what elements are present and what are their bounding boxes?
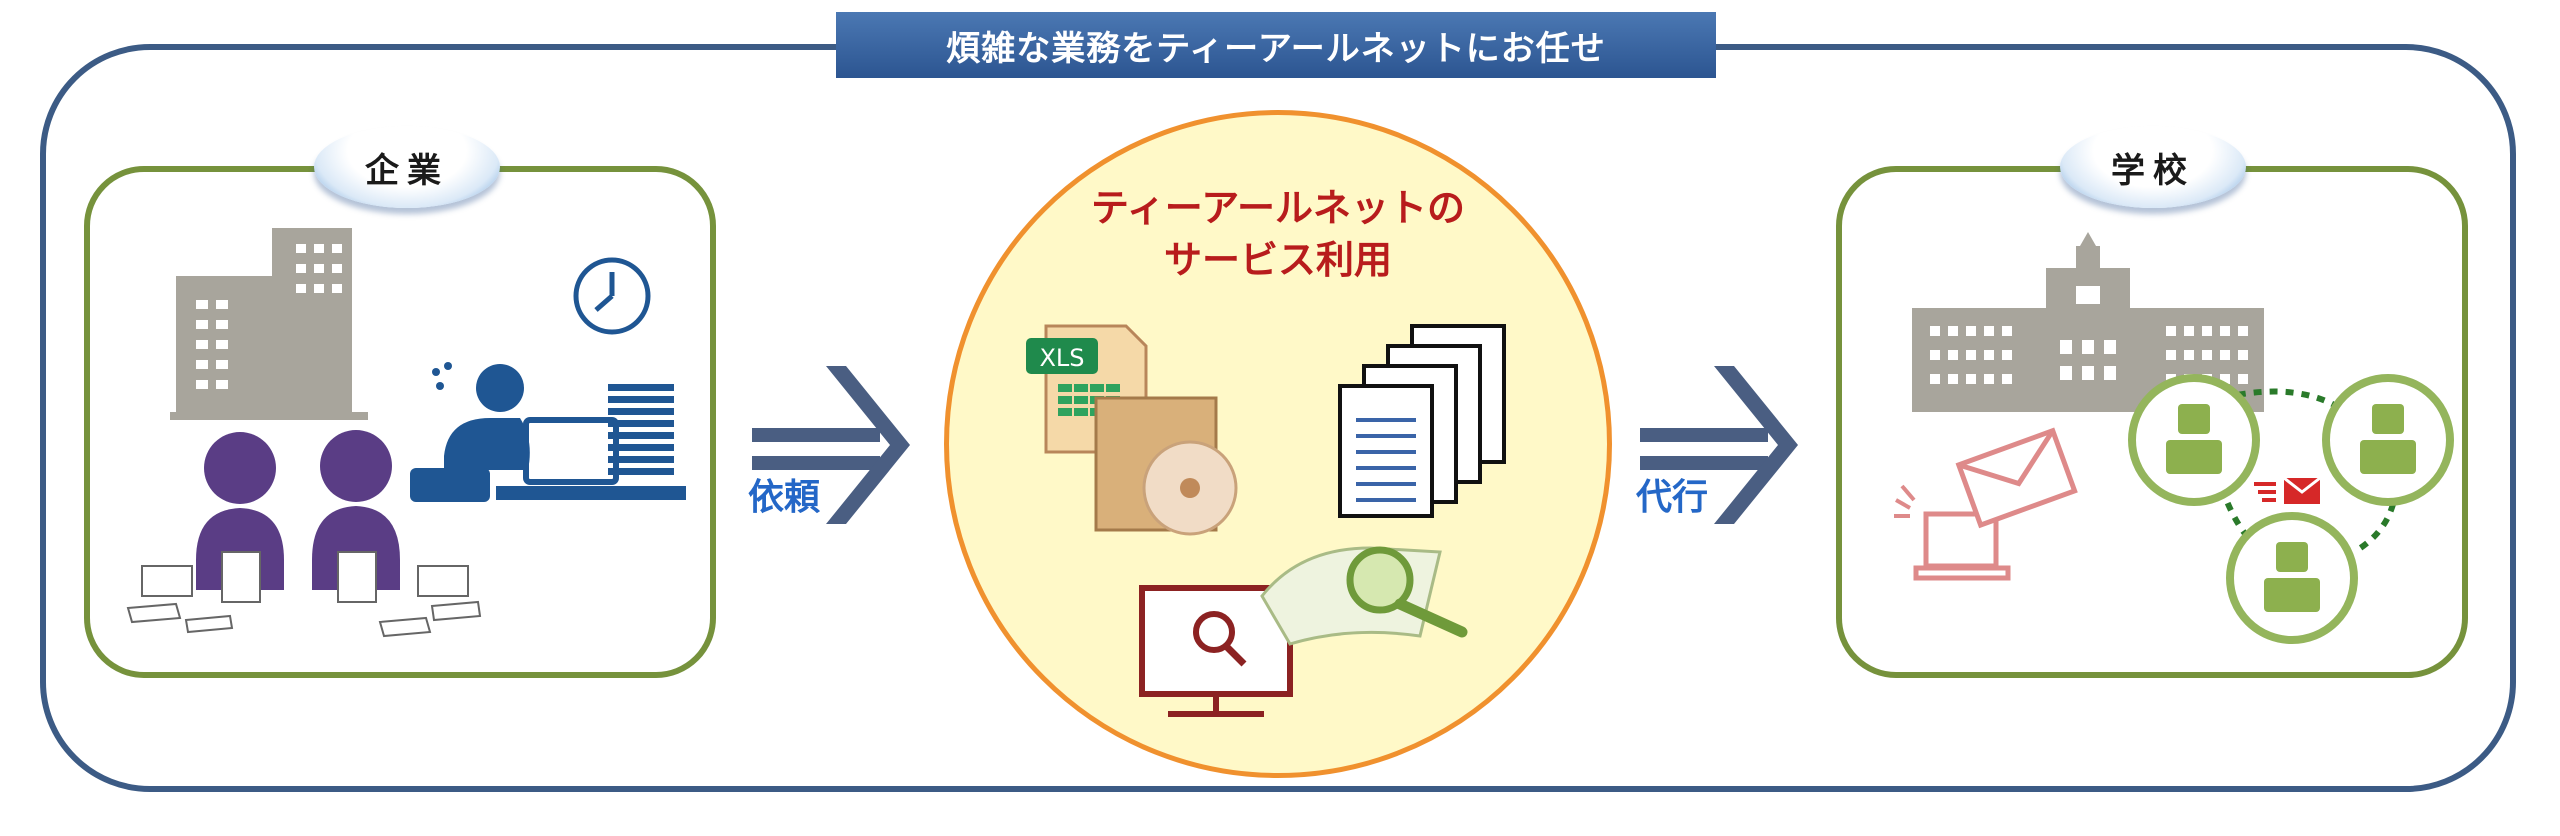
request-label: 依頼: [748, 477, 821, 518]
network-people-icon: [2128, 374, 2454, 644]
xls-label: XLS: [1039, 344, 1084, 372]
documents-stack-icon: [1338, 324, 1506, 518]
proxy-label: 代行: [1636, 477, 1709, 518]
proxy-arrow: [1640, 366, 1798, 524]
service-title: ティーアールネットの サービス利用: [944, 182, 1612, 286]
clock-icon: [573, 257, 651, 335]
office-building-icon: [170, 228, 368, 420]
request-arrow: [752, 366, 910, 524]
company-label: 企業: [314, 126, 500, 208]
paperwork-workers-icon: [126, 430, 482, 638]
title-banner: 煩雑な業務をティーアールネットにお任せ: [836, 12, 1716, 78]
service-title-line2: サービス利用: [1163, 238, 1392, 282]
school-label: 学校: [2060, 126, 2246, 208]
cd-disc-icon: [1094, 396, 1238, 536]
stressed-worker-icon: [410, 362, 686, 502]
book-magnifier-icon: [1260, 546, 1468, 646]
laptop-mail-icon: [1894, 427, 2078, 581]
mail-icon: [2254, 476, 2321, 504]
service-title-line1: ティーアールネットの: [1091, 186, 1465, 230]
